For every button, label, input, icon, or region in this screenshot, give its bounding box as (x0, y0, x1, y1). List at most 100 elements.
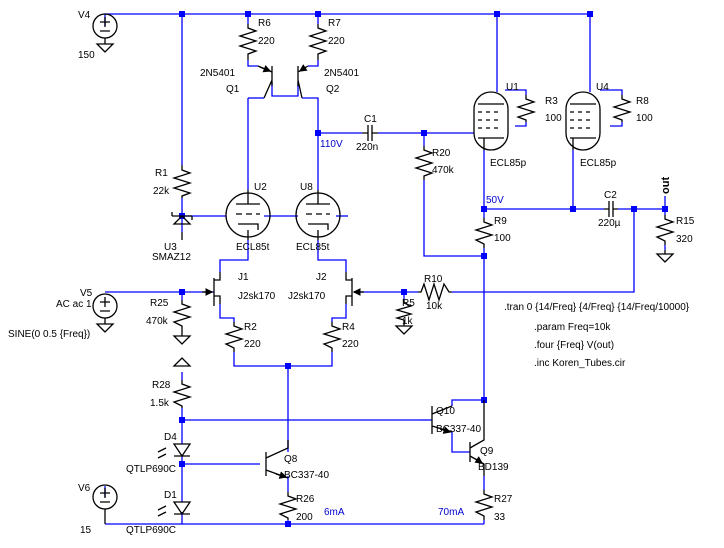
transistor-q1[interactable]: 2N5401 Q1 (200, 64, 273, 99)
u4-name: U4 (596, 82, 609, 93)
d1-model: QTLP690C (126, 525, 176, 536)
net-label-50v: 50V (486, 195, 504, 206)
resistor-r8[interactable]: R8 100 (611, 95, 653, 124)
q9-model: BD139 (478, 462, 509, 473)
r6-name: R6 (258, 18, 271, 29)
j2-name: J2 (316, 272, 327, 283)
r27-name: R27 (494, 494, 513, 505)
led-d1[interactable]: D1 QTLP690C (126, 490, 192, 536)
jfet-j1[interactable]: J1 J2sk170 (202, 272, 276, 306)
zener-u3[interactable]: U3 SMAZ12 (152, 212, 193, 263)
resistor-r20[interactable]: R20 470k (413, 146, 455, 180)
r5-name: R5 (402, 298, 415, 309)
q9-name: Q9 (480, 446, 494, 457)
transistor-q10[interactable]: Q10 BC337-40 (431, 405, 481, 435)
q2-model: 2N5401 (324, 68, 359, 79)
c1-value: 220n (356, 142, 378, 153)
u3-name: U3 (164, 242, 177, 253)
v4-name: V4 (78, 10, 91, 21)
r15-value: 320 (676, 234, 693, 245)
c2-name: C2 (604, 190, 617, 201)
resistor-r25[interactable]: R25 470k (146, 298, 193, 330)
r28-value: 1.5k (150, 398, 170, 409)
r10-value: 10k (426, 301, 443, 312)
r8-name: R8 (636, 96, 649, 107)
r2-name: R2 (244, 322, 257, 333)
source-v4[interactable]: V4 150 (78, 10, 118, 61)
resistor-r15[interactable]: R15 320 (654, 215, 695, 245)
tube-u4[interactable]: U4 ECL85p (565, 82, 617, 169)
r3-name: R3 (545, 96, 558, 107)
r15-name: R15 (676, 216, 695, 227)
r5-value: 1k (402, 316, 414, 327)
c1-name: C1 (364, 114, 377, 125)
v6-value: 15 (80, 525, 92, 536)
j2-model: J2sk170 (288, 291, 326, 302)
directive-four: .four {Freq} V(out) (534, 340, 614, 351)
capacitor-c1[interactable]: C1 220n (356, 114, 378, 153)
r8-value: 100 (636, 113, 653, 124)
resistor-r5[interactable]: R5 1k (394, 298, 415, 327)
transistor-q2[interactable]: 2N5401 Q2 (297, 64, 359, 99)
r3-value: 100 (545, 113, 562, 124)
ground-symbols (172, 250, 675, 367)
directive-inc: .inc Koren_Tubes.cir (534, 358, 626, 369)
q2-name: Q2 (326, 84, 340, 95)
v5-name: V5 (80, 288, 93, 299)
resistor-r26[interactable]: R26 200 (277, 492, 315, 523)
source-v6[interactable]: V6 15 (78, 483, 118, 536)
resistor-r7[interactable]: R7 220 (307, 18, 345, 60)
resistor-r27[interactable]: R27 33 (473, 490, 513, 523)
r1-value: 22k (153, 186, 170, 197)
v5-line2: SINE(0 0.5 {Freq}) (8, 329, 90, 340)
q1-model: 2N5401 (200, 68, 235, 79)
d4-model: QTLP690C (126, 464, 176, 475)
r27-value: 33 (494, 512, 506, 523)
j1-name: J1 (238, 272, 249, 283)
u1-model: ECL85p (490, 158, 527, 169)
resistor-r28[interactable]: R28 1.5k (150, 380, 193, 409)
r20-name: R20 (432, 148, 451, 159)
led-d4[interactable]: D4 QTLP690C (126, 432, 192, 475)
directive-param: .param Freq=10k (534, 322, 611, 333)
net-label-110v: 110V (320, 139, 343, 150)
tube-u2[interactable]: U2 ECL85t (225, 182, 271, 253)
r1-name: R1 (155, 168, 168, 179)
transistor-q8[interactable]: Q8 BC337-40 (265, 440, 329, 481)
v4-value: 150 (78, 50, 95, 61)
r7-value: 220 (328, 36, 345, 47)
capacitor-c2[interactable]: C2 220µ (598, 190, 621, 229)
q8-model: BC337-40 (284, 470, 329, 481)
resistor-r1[interactable]: R1 22k (153, 165, 193, 198)
u1-name: U1 (506, 82, 519, 93)
tube-u1[interactable]: U1 ECL85p (473, 82, 527, 169)
q8-name: Q8 (284, 454, 298, 465)
spice-directives[interactable]: .tran 0 {14/Freq} {4/Freq} {14/Freq/1000… (504, 302, 690, 369)
source-v5[interactable]: V5 AC ac 1 SINE(0 0.5 {Freq}) (8, 288, 118, 340)
net-label-out: out (660, 177, 672, 194)
r9-value: 100 (494, 233, 511, 244)
u2-name: U2 (254, 182, 267, 193)
resistor-r3[interactable]: R3 100 (515, 95, 562, 124)
u8-name: U8 (300, 182, 313, 193)
r4-value: 220 (342, 339, 359, 350)
r9-name: R9 (494, 216, 507, 227)
resistor-r4[interactable]: R4 220 (321, 322, 359, 352)
r25-value: 470k (146, 316, 169, 327)
c2-value: 220µ (598, 218, 621, 229)
q1-name: Q1 (226, 84, 240, 95)
d1-name: D1 (164, 490, 177, 501)
q10-name: Q10 (436, 406, 455, 417)
resistor-r6[interactable]: R6 220 (237, 18, 275, 60)
jfet-j2[interactable]: J2 J2sk170 (288, 272, 364, 306)
r2-value: 220 (244, 339, 261, 350)
resistor-r10[interactable]: R10 10k (418, 274, 452, 312)
wires (104, 13, 666, 525)
transistor-q9[interactable]: Q9 BD139 (469, 400, 509, 476)
resistor-r2[interactable]: R2 220 (223, 322, 261, 352)
tube-u8[interactable]: U8 ECL85t (295, 182, 341, 253)
u4-model: ECL85p (580, 158, 617, 169)
j1-model: J2sk170 (238, 291, 276, 302)
resistor-r9[interactable]: R9 100 (473, 216, 511, 248)
